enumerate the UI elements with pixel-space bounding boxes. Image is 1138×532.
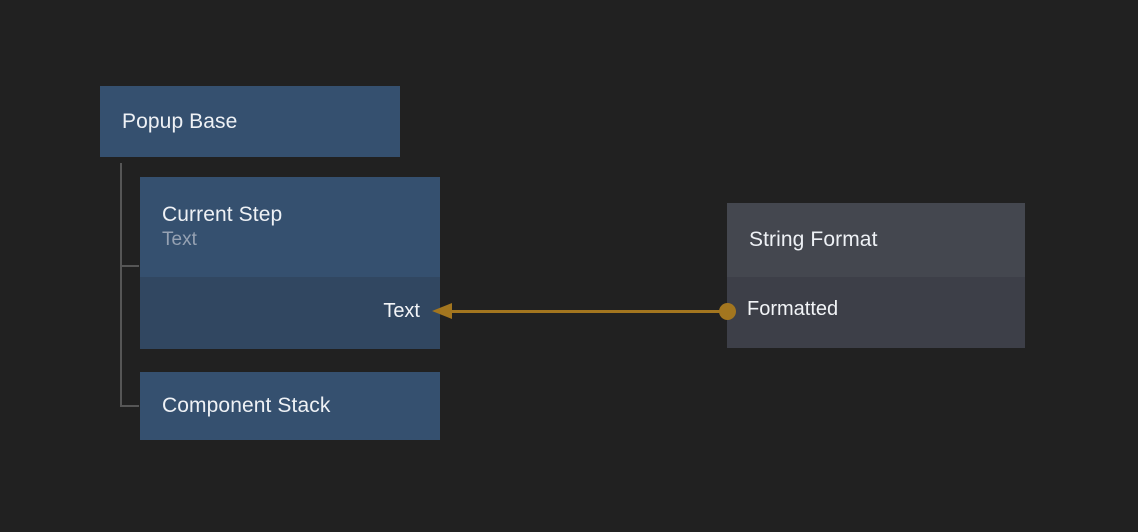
node-component-stack-title: Component Stack — [162, 394, 331, 417]
node-component-stack-header: Component Stack — [140, 372, 440, 440]
node-current-step-subtitle: Text — [162, 229, 197, 250]
connection-source-port-dot-icon[interactable] — [719, 303, 736, 320]
tree-connector-vertical — [120, 163, 122, 407]
port-string-format-formatted-output[interactable]: Formatted — [747, 297, 838, 321]
node-popup-base-header: Popup Base — [100, 86, 400, 157]
port-label-text: Text — [383, 300, 420, 322]
connection-wire-formatted-to-text[interactable] — [450, 310, 728, 313]
node-current-step-header: Current Step Text — [140, 177, 440, 277]
node-string-format-title: String Format — [749, 228, 878, 251]
node-current-step[interactable]: Current Step Text Text — [140, 177, 440, 349]
node-string-format-body: Formatted — [727, 277, 1025, 348]
port-label-formatted: Formatted — [747, 298, 839, 320]
connection-arrowhead-icon — [432, 303, 452, 319]
tree-connector-branch-component-stack — [120, 405, 139, 407]
node-current-step-title: Current Step — [162, 203, 283, 226]
node-popup-base[interactable]: Popup Base — [100, 86, 400, 157]
node-string-format[interactable]: String Format Formatted — [727, 203, 1025, 348]
node-string-format-header: String Format — [727, 203, 1025, 277]
tree-connector-branch-current-step — [120, 265, 139, 267]
node-popup-base-title: Popup Base — [122, 109, 238, 133]
port-current-step-text-input[interactable]: Text — [383, 299, 420, 323]
node-component-stack[interactable]: Component Stack — [140, 372, 440, 440]
node-current-step-body: Text — [140, 277, 440, 349]
